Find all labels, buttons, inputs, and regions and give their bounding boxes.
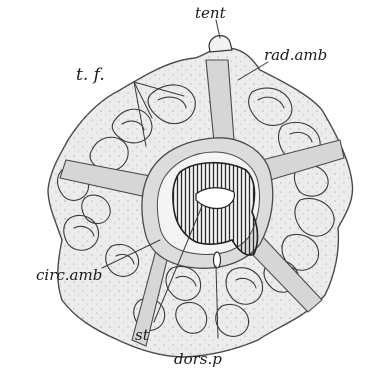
label-st: st xyxy=(135,326,150,344)
terminal-tentacle xyxy=(209,36,232,52)
dorsal-pore xyxy=(214,252,221,268)
label-rad-amb: rad.amb xyxy=(264,46,327,64)
label-tent: tent xyxy=(195,4,227,22)
label-dors-p: dors.p xyxy=(174,350,222,368)
label-tube-feet: t. f. xyxy=(76,65,105,85)
label-circ-amb: circ.amb xyxy=(36,266,102,284)
